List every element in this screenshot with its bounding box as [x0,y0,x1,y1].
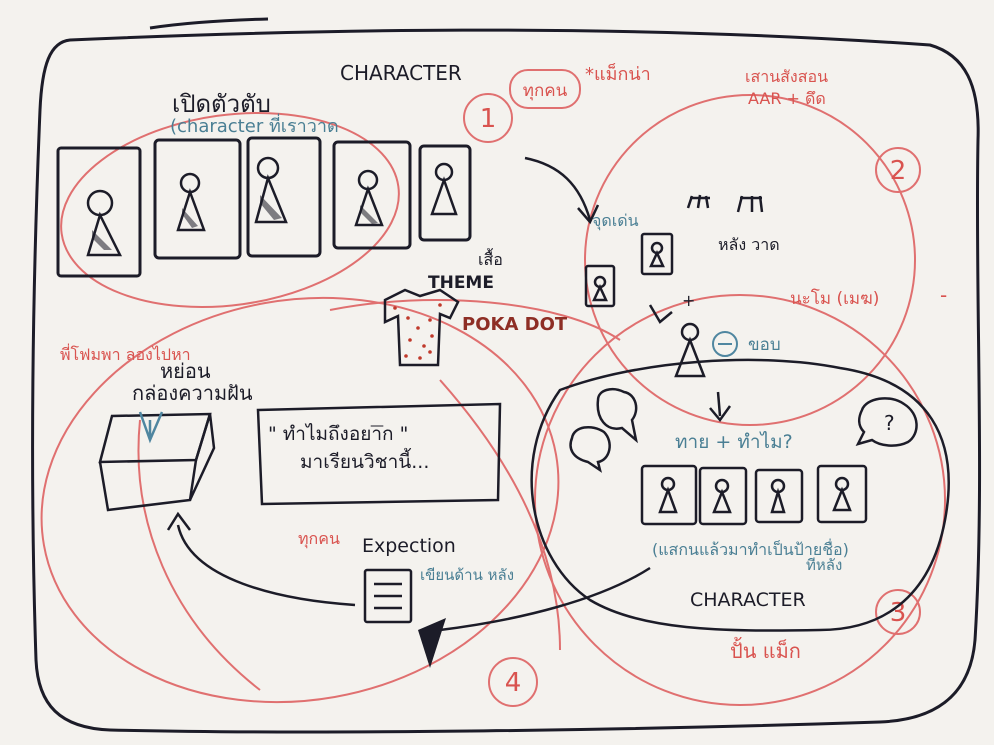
border-indicator-icon [712,331,738,357]
step4-red-note: พี่โฟมพา ลองไปหา [60,343,191,364]
character-card-3 [246,136,322,258]
arrowhead-step4 [418,618,446,668]
step2-circle [584,94,916,426]
step2-label-border: ขอบ [748,335,781,355]
step2-figure [674,322,706,378]
step2-top-note-2: AAR + ดึด [748,89,826,108]
step2-number: 2 [890,156,907,186]
step2-dash: - [940,283,947,307]
step4-note: เขียนด้าน หลัง [420,566,514,584]
step2-label-center: จุดเด่น [592,211,639,231]
step4-label-everyone: ทุกคน [298,529,340,549]
step2-label-draw: หลัง วาด [718,235,780,254]
step1-note-everyone: ทุกคน [523,81,568,101]
step4-quote-dash: — [370,418,384,434]
quote-box [256,402,502,506]
step1-number-circle [463,93,513,143]
step1-circle [60,111,400,309]
down-arrow-step2 [648,304,673,324]
step3-question: ทาย + ทำไม? [675,431,793,453]
step1-number: 1 [480,104,497,134]
drop-arrow-icon [138,411,164,444]
step4-box-label-1: หย่อน [160,359,211,383]
step1-note-star: *แม็กน่า [585,62,651,85]
red-arc-mid [439,379,561,651]
step3-title: CHARACTER [690,589,806,611]
step3-caption-2: ทีหลัง [806,556,842,574]
step4-quote: " ทำไมถึงอยาก " [268,423,408,445]
eyes-icons [686,194,764,213]
step3-card-2 [698,466,748,526]
step4-quote-2: มาเรียนวิชานี้... [300,448,429,473]
step1-subtitle: (character ที่เราวาด [170,113,339,137]
step2-card-left [584,264,616,308]
step3-number-circle [875,589,921,635]
step3-blob [530,358,950,632]
step3-card-1 [640,464,698,526]
dream-box-icon [98,412,216,512]
theme-label: THEME [428,273,494,293]
step3-number: 3 [890,598,907,628]
red-arc-top [329,299,621,341]
everyone-box [509,69,581,109]
character-card-4 [332,140,412,250]
arrow-step4-to-box [176,524,356,607]
polka-dots [393,303,442,360]
character-card-2 [153,138,242,260]
outer-frame [31,28,982,734]
step2-side-note: นะโม (เมฆ) [790,288,879,309]
step2-top-note-1: เสานสังสอน [745,67,828,86]
step2-card-right [640,232,674,276]
theme-label-thai: เสื้อ [478,248,503,269]
step4-box-label-2: กล่องความฝัน [132,381,253,405]
paper-note-icon [363,568,413,624]
polka-shirt-icon [383,288,460,367]
step4-number: 4 [505,668,522,698]
step2-label-add: + [682,291,695,310]
card-figures [86,156,458,257]
arrow-step3-to-step4 [439,566,651,632]
step3-names: ปั้น แม็ก [730,637,801,663]
top-stroke [149,17,269,30]
theme-style: POKA DOT [462,314,568,335]
character-card-5 [418,144,472,242]
step3-bubble-q: ? [884,411,895,435]
step2-number-circle [875,147,921,193]
red-arc-left [137,419,261,691]
step3-card-3 [754,468,804,524]
step3-card-4 [816,464,868,524]
down-arrow-step3 [709,391,732,423]
step4-title: Expection [362,535,456,557]
step1-title-en: CHARACTER [340,61,462,85]
step4-circle [40,296,560,704]
step1-title-thai: เปิดตัวตับ [172,90,271,118]
step3-caption: (แสกนแล้วมาทำเป็นป้ายชื่อ) [652,538,849,559]
step3-circle [534,294,946,706]
step4-number-circle [488,657,538,707]
speech-bubbles [569,388,918,473]
arrow-step1-to-step2 [524,156,592,221]
character-card-1 [56,146,142,278]
